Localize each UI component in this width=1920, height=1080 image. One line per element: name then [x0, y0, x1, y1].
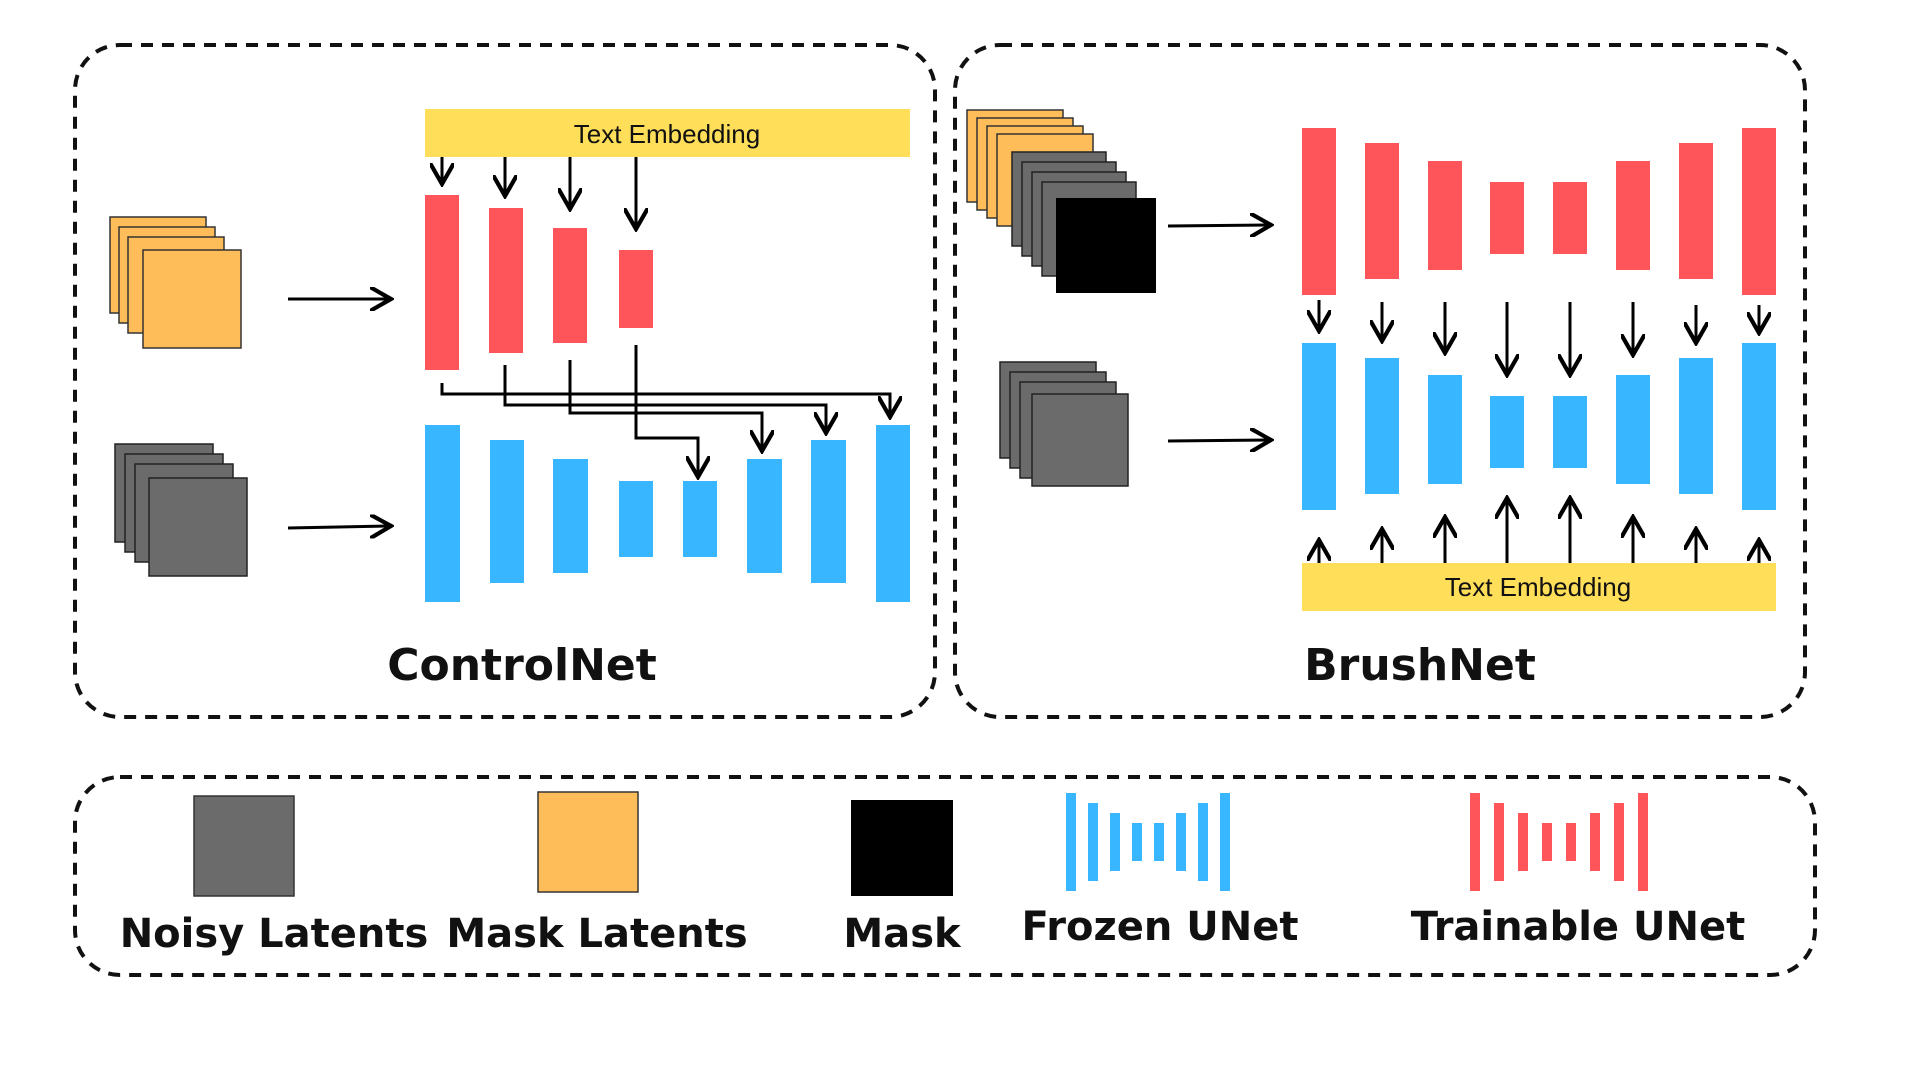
controlnet-embedding-arrows [442, 157, 636, 226]
brushnet-noisy-latents-stack [999, 361, 1129, 487]
frozen-block [1553, 396, 1587, 468]
legend-mask-latents-swatch [537, 791, 639, 893]
controlnet-trainable-encoder [425, 195, 653, 370]
frozen-block [683, 481, 717, 557]
brushnet-panel: Text Embedding BrushNet [953, 43, 1807, 719]
frozen-block [1490, 396, 1524, 468]
trainable-block [1302, 128, 1336, 295]
frozen-block [619, 481, 653, 557]
brushnet-zero-conv-arrows [1319, 300, 1759, 372]
controlnet-frozen-unet [425, 425, 910, 602]
brushnet-text-embedding-label: Text Embedding [1445, 572, 1631, 602]
frozen-block [1616, 375, 1650, 484]
noisy-latents-stack [114, 443, 248, 577]
trainable-block [1365, 143, 1399, 279]
legend-trainable-unet-label: Trainable UNet [1411, 904, 1745, 950]
brushnet-mask-square [1056, 198, 1156, 293]
legend-trainable-unet-icon [1470, 793, 1648, 891]
frozen-block [1679, 358, 1713, 494]
controlnet-text-embedding-label: Text Embedding [574, 119, 760, 149]
frozen-block [747, 459, 782, 573]
trainable-block [1616, 161, 1650, 270]
trainable-block [1428, 161, 1462, 270]
trainable-block [489, 208, 523, 353]
legend-noisy-latents-label: Noisy Latents [120, 911, 429, 957]
legend-mask-label: Mask [843, 911, 962, 957]
frozen-block [425, 425, 460, 602]
legend-panel: Noisy Latents Mask Latents Mask Frozen U… [73, 775, 1817, 977]
frozen-block [553, 459, 588, 573]
frozen-block [811, 440, 846, 583]
legend-frozen-unet-label: Frozen UNet [1022, 904, 1299, 950]
noisy-latents-arrow [287, 526, 388, 528]
trainable-block [1490, 182, 1524, 254]
brushnet-border [953, 43, 1807, 719]
brushnet-frozen-unet [1302, 343, 1776, 510]
frozen-block [1365, 358, 1399, 494]
trainable-block [425, 195, 459, 370]
controlnet-text-embedding [425, 109, 910, 157]
frozen-block [490, 440, 524, 583]
legend-border [73, 775, 1817, 977]
mask-latents-stack [109, 216, 242, 349]
controlnet-border [73, 43, 937, 719]
trainable-block [619, 250, 653, 328]
brushnet-input-stack [966, 109, 1156, 293]
controlnet-panel: Text Embedding [73, 43, 937, 719]
legend-mask-latents-label: Mask Latents [446, 911, 747, 957]
frozen-block [1742, 343, 1776, 510]
brushnet-title: BrushNet [1304, 640, 1536, 691]
trainable-block [1679, 143, 1713, 279]
frozen-block [1428, 375, 1462, 484]
trainable-block [1553, 182, 1587, 254]
frozen-block [1302, 343, 1336, 510]
trainable-block [553, 228, 587, 343]
legend-mask-swatch [851, 800, 953, 896]
trainable-block [1742, 128, 1776, 295]
brushnet-text-embedding [1302, 563, 1776, 611]
frozen-block [876, 425, 910, 602]
legend-noisy-latents-swatch [193, 795, 295, 897]
brushnet-noisy-input-arrow [1167, 440, 1268, 441]
brushnet-trainable-unet [1302, 128, 1776, 295]
controlnet-title: ControlNet [387, 640, 657, 691]
brushnet-embedding-arrows [1319, 501, 1759, 566]
brushnet-mask-input-arrow [1167, 225, 1268, 226]
controlnet-skip-connections [440, 345, 890, 474]
legend-frozen-unet-icon [1066, 793, 1230, 891]
